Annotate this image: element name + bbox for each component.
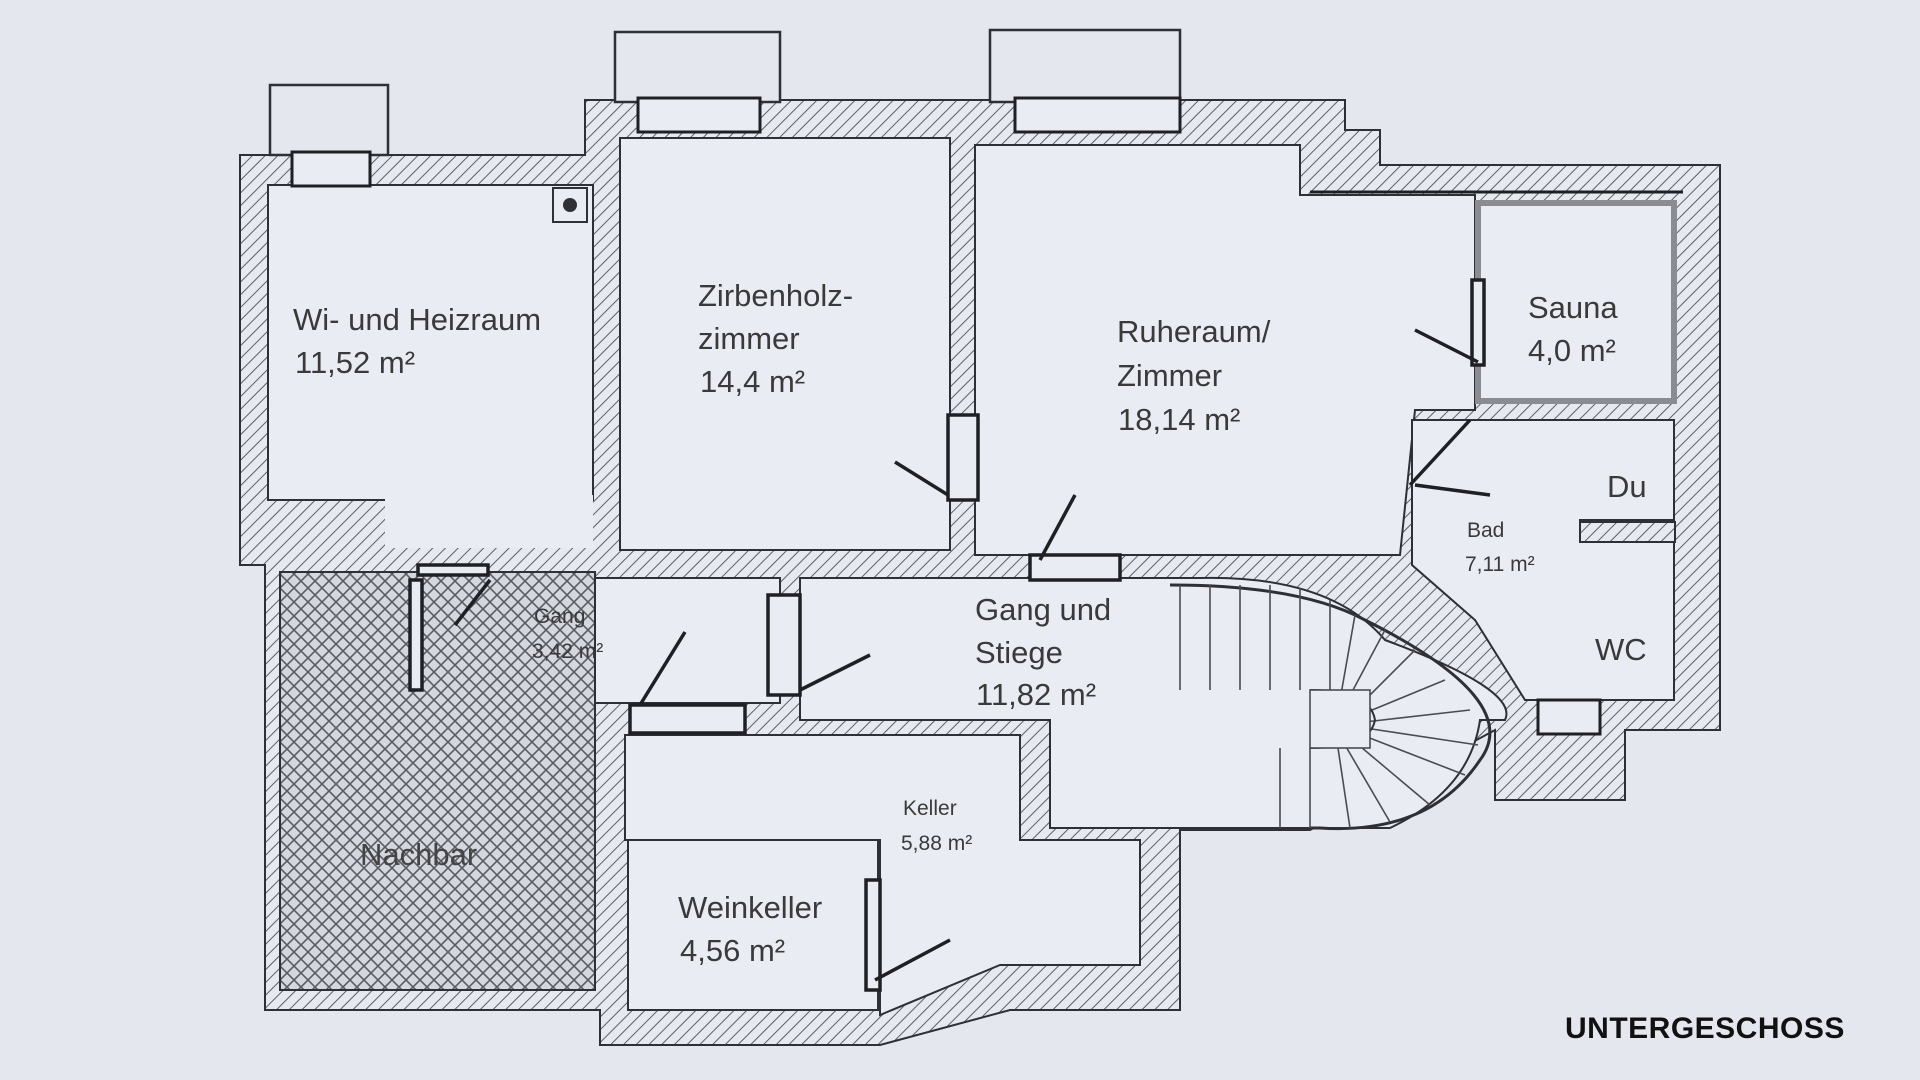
label-keller-name: Keller bbox=[903, 797, 957, 820]
door-wi-heizraum bbox=[416, 563, 490, 577]
window-ruheraum bbox=[1013, 96, 1182, 134]
label-wc: WC bbox=[1595, 632, 1647, 667]
door-zirbenholz bbox=[946, 413, 980, 502]
door-ruheraum bbox=[1028, 553, 1122, 582]
label-ruhe-name-2: Zimmer bbox=[1117, 358, 1222, 393]
light-shaft-middle bbox=[613, 30, 782, 104]
label-ruhe-name-1: Ruheraum/ bbox=[1117, 314, 1271, 349]
door-sauna-swing bbox=[1414, 328, 1479, 364]
door-gang-bottom-swing bbox=[638, 631, 687, 706]
label-bad-area: 7,11 m² bbox=[1465, 553, 1535, 576]
label-gang-stiege-area: 11,82 m² bbox=[976, 677, 1096, 712]
label-sauna-name: Sauna bbox=[1528, 290, 1618, 325]
room-zirbenholz-floor bbox=[619, 137, 951, 551]
label-ruhe-area: 18,14 m² bbox=[1118, 402, 1240, 437]
room-wi-heizraum-floor bbox=[267, 184, 594, 501]
door-ruheraum-swing bbox=[1038, 494, 1077, 561]
label-nachbar: Nachbar bbox=[360, 837, 477, 872]
light-shaft-left bbox=[268, 83, 390, 157]
room-sauna-floor bbox=[1475, 200, 1677, 404]
label-gang-name: Gang bbox=[534, 605, 585, 628]
label-zirben-name-2: zimmer bbox=[698, 321, 800, 356]
door-weinkeller-swing bbox=[874, 938, 951, 982]
door-gang-stiege-swing bbox=[799, 653, 871, 692]
label-zirben-name-1: Zirbenholz- bbox=[698, 278, 853, 313]
door-bad bbox=[1408, 418, 1472, 487]
door-weinkeller bbox=[864, 878, 882, 992]
staircase bbox=[1169, 583, 1492, 831]
door-gang-left-swing bbox=[453, 578, 492, 627]
nachbar-area bbox=[279, 571, 596, 991]
label-weinkeller-area: 4,56 m² bbox=[680, 933, 785, 968]
window-zirbenholz bbox=[636, 96, 762, 134]
door-gang-stiege bbox=[766, 593, 802, 697]
chimney-icon bbox=[552, 187, 588, 223]
label-du: Du bbox=[1607, 469, 1647, 504]
label-wi-heizraum-area: 11,52 m² bbox=[295, 345, 415, 380]
door-gang-left bbox=[408, 578, 424, 692]
bad-partition bbox=[1579, 521, 1676, 543]
label-gang-stiege-name-1: Gang und bbox=[975, 592, 1111, 627]
label-sauna-area: 4,0 m² bbox=[1528, 333, 1616, 368]
room-ruheraum-floor bbox=[974, 144, 1476, 556]
label-zirben-area: 14,4 m² bbox=[700, 364, 805, 399]
label-bad-name: Bad bbox=[1467, 519, 1504, 542]
doors bbox=[408, 278, 1491, 992]
door-sauna bbox=[1470, 278, 1486, 367]
window-bad bbox=[1536, 698, 1602, 736]
door-gang-bottom bbox=[628, 703, 747, 735]
door-zirbenholz-swing bbox=[894, 460, 949, 497]
light-shaft-right bbox=[988, 28, 1182, 104]
window-wi-heizraum bbox=[290, 150, 372, 188]
label-keller-area: 5,88 m² bbox=[901, 832, 972, 855]
windows bbox=[290, 96, 1683, 736]
door-bad-swing bbox=[1414, 483, 1491, 497]
room-wi-heizraum-lower bbox=[268, 495, 593, 548]
room-weinkeller-floor bbox=[627, 839, 879, 1011]
label-wi-heizraum-name: Wi- und Heizraum bbox=[293, 302, 541, 337]
label-gang-stiege-name-2: Stiege bbox=[975, 635, 1063, 670]
label-gang-area: 3,42 m² bbox=[532, 640, 603, 663]
label-weinkeller-name: Weinkeller bbox=[678, 890, 822, 925]
plan-caption: UNTERGESCHOSS bbox=[1565, 1012, 1845, 1045]
